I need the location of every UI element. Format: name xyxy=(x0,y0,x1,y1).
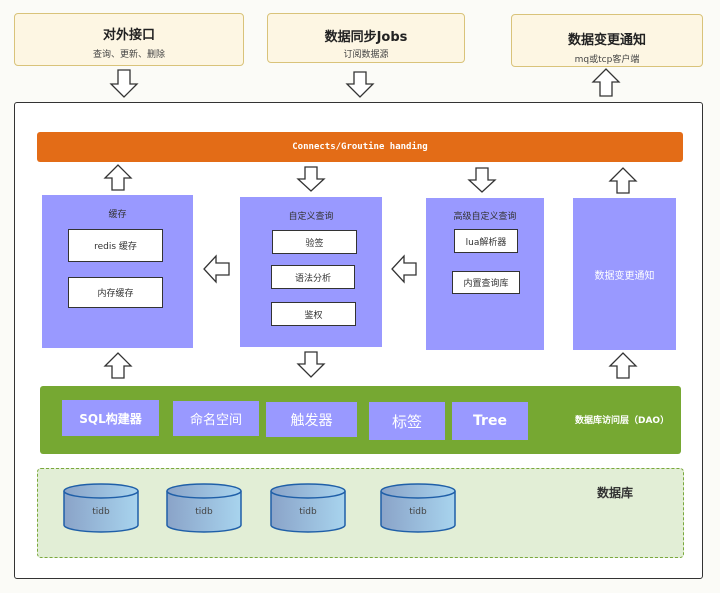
db-label-1: tidb xyxy=(92,507,110,517)
change-notify-title: 数据变更通知 xyxy=(567,33,646,48)
change-notify-module: 数据变更通知 xyxy=(573,198,676,350)
custom-query-title: 自定义查询 xyxy=(288,212,334,222)
change-notify-subtitle: mq或tcp客户端 xyxy=(574,55,640,65)
db-label-2: tidb xyxy=(195,507,213,517)
top-box-external-api: 对外接口 查询、更新、删除 xyxy=(14,13,244,66)
connects-bar: Connects/Groutine handing xyxy=(37,132,683,162)
syntax-analysis-box: 语法分析 xyxy=(271,265,355,289)
builtin-query-lib-box: 内置查询库 xyxy=(452,271,520,294)
arrow-down-icon xyxy=(109,69,139,98)
dao-chip-sql-builder: SQL构建器 xyxy=(62,400,159,436)
sync-jobs-title: 数据同步Jobs xyxy=(324,30,408,45)
redis-cache-box: redis 缓存 xyxy=(68,229,163,262)
external-api-title: 对外接口 xyxy=(102,28,155,43)
db-label-3: tidb xyxy=(299,507,317,517)
dao-chip-trigger: 触发器 xyxy=(266,402,357,437)
memory-cache-box: 内存缓存 xyxy=(68,277,163,308)
cache-title: 缓存 xyxy=(108,210,127,220)
arrow-down-icon xyxy=(345,71,375,98)
dao-chip-tree: Tree xyxy=(452,402,528,440)
change-notify-module-title: 数据变更通知 xyxy=(594,270,655,282)
top-box-sync-jobs: 数据同步Jobs 订阅数据源 xyxy=(267,13,465,63)
arrow-up-icon xyxy=(591,68,621,97)
dao-chip-tag: 标签 xyxy=(369,402,445,440)
db-label-4: tidb xyxy=(409,507,427,517)
sync-jobs-subtitle: 订阅数据源 xyxy=(343,50,389,60)
cache-module: 缓存 xyxy=(42,195,193,348)
external-api-subtitle: 查询、更新、删除 xyxy=(92,50,165,60)
signature-box: 验签 xyxy=(272,230,357,254)
dao-label: 数据库访问层（DAO） xyxy=(575,416,670,426)
database-area xyxy=(37,468,684,558)
database-label: 数据库 xyxy=(597,486,634,500)
auth-box: 鉴权 xyxy=(271,302,356,326)
dao-chip-namespace: 命名空间 xyxy=(173,401,259,436)
top-box-change-notify: 数据变更通知 mq或tcp客户端 xyxy=(511,14,703,67)
lua-parser-box: lua解析器 xyxy=(454,229,518,253)
advanced-query-title: 高级自定义查询 xyxy=(453,212,517,222)
